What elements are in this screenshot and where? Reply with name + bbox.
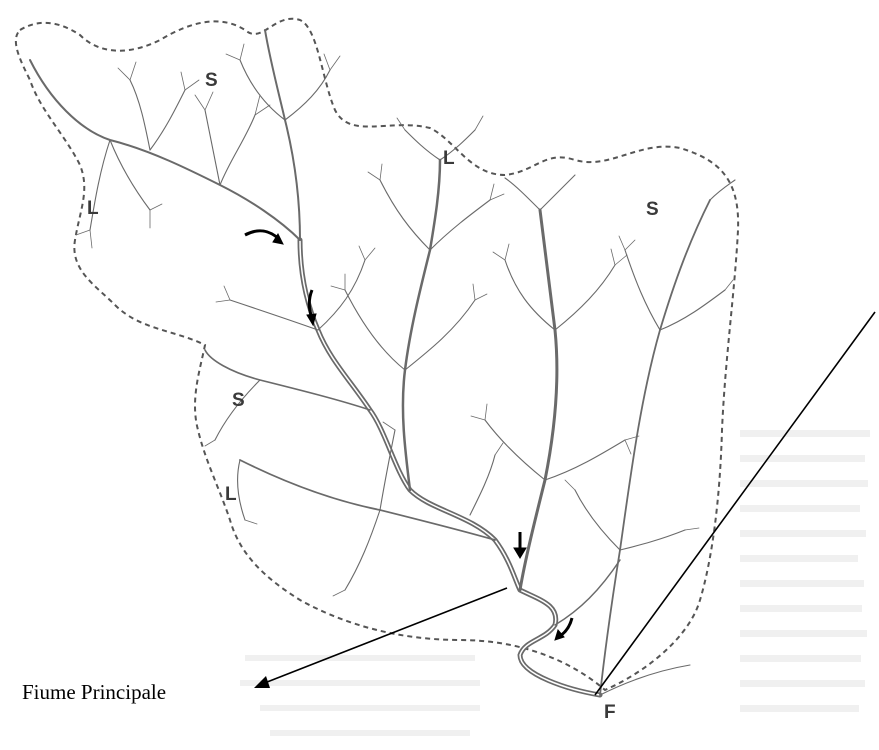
tributary-far-right — [600, 200, 710, 695]
label-source-right: S — [646, 199, 659, 220]
watershed-divide — [16, 19, 738, 690]
tributary-upper-left — [30, 60, 300, 240]
main-river — [300, 240, 600, 695]
label-mouth: F — [604, 702, 616, 723]
tributary-center — [403, 160, 440, 490]
label-divide-left: L — [87, 198, 99, 219]
label-source-mid: S — [232, 390, 245, 411]
flow-arrow-3 — [514, 532, 526, 558]
flow-arrow-1 — [245, 231, 283, 244]
label-source-top: S — [205, 70, 218, 91]
leader-line-diagonal — [595, 312, 875, 695]
label-divide-bottom: L — [225, 484, 237, 505]
minor-streams — [90, 60, 735, 695]
tributary-mid-left — [205, 350, 370, 410]
tributary-lower-left — [240, 460, 495, 540]
main-river-caption: Fiume Principale — [22, 680, 166, 705]
tributary-right-main — [520, 210, 557, 590]
label-divide-top: L — [443, 148, 455, 169]
fine-streams — [76, 44, 733, 596]
leader-line-caption — [262, 588, 507, 684]
tributary-top — [265, 30, 300, 240]
river-network — [30, 30, 735, 695]
